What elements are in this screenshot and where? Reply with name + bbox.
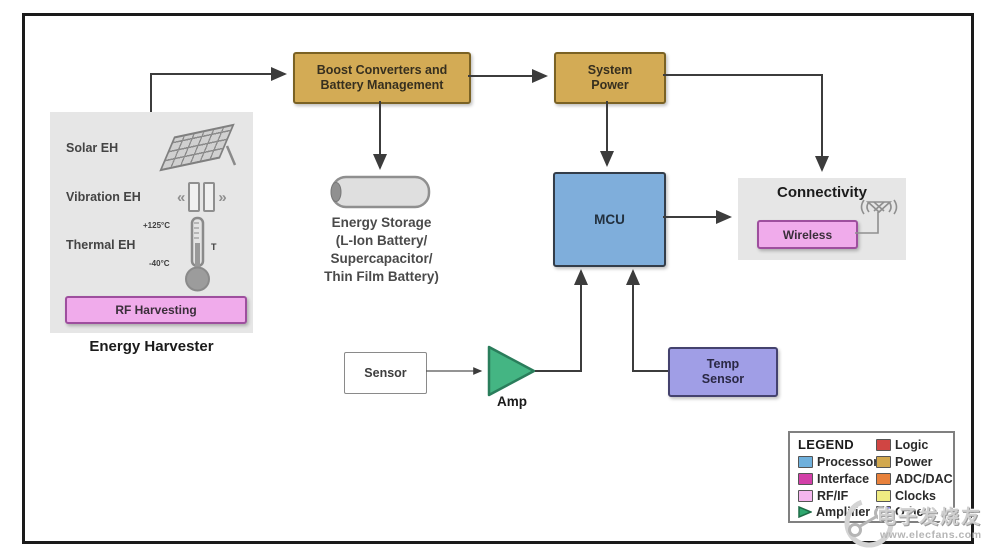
- energy-storage-line: Supercapacitor/: [330, 251, 433, 266]
- rf-harvesting-block: RF Harvesting: [65, 296, 247, 324]
- legend-label: Other: [895, 505, 929, 519]
- clocks-chip-icon: [876, 490, 891, 502]
- processor-chip-icon: [798, 456, 813, 468]
- legend-item-amplifier: Amplifier: [798, 505, 870, 519]
- legend-item-adcdac: ADC/DAC: [876, 472, 953, 486]
- watermark-site: www.elecfans.com: [880, 529, 982, 541]
- thermal-max-label: +125°C: [143, 221, 170, 230]
- interface-chip-icon: [798, 473, 813, 485]
- legend-item-power: Power: [876, 455, 933, 469]
- rf-harvesting-label: RF Harvesting: [115, 303, 197, 317]
- mcu-label: MCU: [594, 212, 625, 227]
- system-power-line2: Power: [591, 78, 629, 92]
- battery-icon: [330, 175, 431, 209]
- solar-eh-label: Solar EH: [66, 141, 119, 155]
- watermark-logo-icon: [844, 498, 894, 548]
- boost-line2: Battery Management: [320, 78, 444, 92]
- temp-sensor-block: Temp Sensor: [668, 347, 778, 397]
- energy-storage-line: Energy Storage: [331, 215, 432, 230]
- amplifier-icon: [487, 345, 536, 397]
- wireless-block: Wireless: [757, 220, 858, 249]
- legend-label: Clocks: [895, 489, 936, 503]
- energy-storage-caption: Energy Storage (L-Ion Battery/ Supercapa…: [299, 214, 464, 286]
- thermal-symbol-label: T: [211, 242, 217, 252]
- amplifier-triangle: [487, 345, 536, 397]
- sensor-block: Sensor: [344, 352, 427, 394]
- amplifier-chip-icon: [798, 506, 812, 518]
- legend-title: LEGEND: [798, 437, 854, 452]
- legend-item-interface: Interface: [798, 472, 869, 486]
- amp-label: Amp: [497, 394, 527, 409]
- sensor-label: Sensor: [364, 366, 407, 380]
- antenna-icon: [860, 199, 898, 215]
- legend-label: Interface: [817, 472, 870, 486]
- legend-item-logic: Logic: [876, 438, 928, 452]
- thermometer-icon: [185, 216, 210, 292]
- temp-sensor-line1: Temp: [706, 357, 740, 371]
- legend-label: Logic: [895, 438, 929, 452]
- vibration-eh-label: Vibration EH: [66, 190, 141, 204]
- legend: LEGEND Processor Interface RF/IF Amplifi…: [788, 431, 955, 523]
- system-power-block: System Power: [554, 52, 666, 104]
- boost-converters-block: Boost Converters and Battery Management: [293, 52, 471, 104]
- vibration-wave-right-icon: »: [218, 188, 227, 206]
- wireless-label: Wireless: [782, 227, 833, 242]
- connectivity-title: Connectivity: [776, 184, 867, 201]
- power-chip-icon: [876, 456, 891, 468]
- legend-label: RF/IF: [817, 489, 849, 503]
- legend-label: ADC/DAC: [895, 472, 953, 486]
- vibration-bar-icon: [203, 182, 216, 212]
- legend-label: Processor: [817, 455, 879, 469]
- thermal-eh-label: Thermal EH: [66, 238, 136, 252]
- legend-label: Amplifier: [816, 505, 871, 519]
- system-power-line1: System: [587, 63, 633, 77]
- energy-harvester-title: Energy Harvester: [89, 338, 214, 355]
- adcdac-chip-icon: [876, 473, 891, 485]
- temp-sensor-line2: Sensor: [701, 372, 745, 386]
- watermark-brand: 电子发烧友: [877, 507, 983, 528]
- logic-chip-icon: [876, 439, 891, 451]
- thermal-min-label: -40°C: [149, 259, 170, 268]
- legend-label: Power: [895, 455, 933, 469]
- amplifier-chip-triangle: [798, 506, 812, 518]
- boost-line1: Boost Converters and: [316, 63, 448, 77]
- legend-item-clocks: Clocks: [876, 489, 936, 503]
- energy-storage-line: (L-Ion Battery/: [335, 233, 428, 248]
- energy-storage-line: Thin Film Battery): [324, 269, 439, 284]
- legend-item-rfif: RF/IF: [798, 489, 848, 503]
- vibration-icon: « »: [177, 182, 227, 212]
- vibration-bar-icon: [188, 182, 201, 212]
- legend-item-processor: Processor: [798, 455, 878, 469]
- rfif-chip-icon: [798, 490, 813, 502]
- mcu-block: MCU: [553, 172, 666, 267]
- vibration-wave-left-icon: «: [177, 188, 186, 206]
